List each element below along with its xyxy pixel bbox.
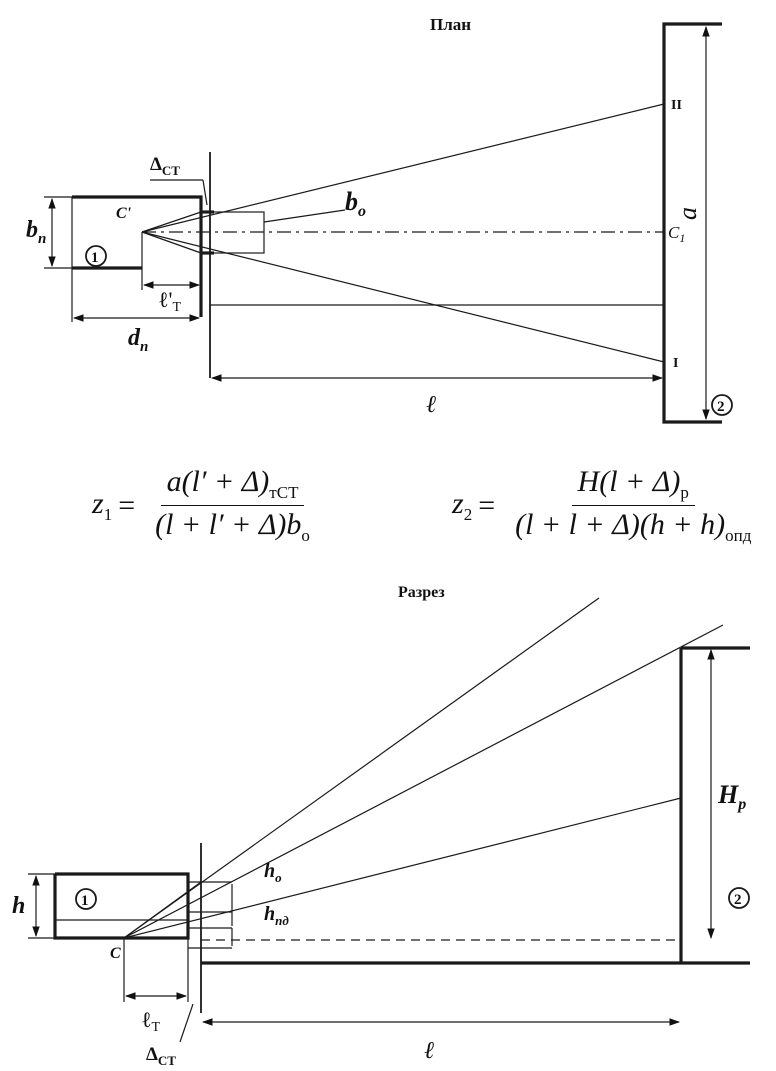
- formula-z2: z2 = H(l + Δ)р (l + l + Δ)(h + h)опд: [452, 465, 757, 546]
- section-room2-marker: [728, 887, 750, 909]
- section-room1-number: 1: [81, 893, 89, 909]
- plan-c-prime-label: C': [116, 205, 132, 222]
- plan-l-label: ℓ: [426, 392, 436, 418]
- section-c-label: C: [110, 945, 121, 962]
- section-ray-4: [123, 881, 202, 939]
- formula-z2-numerator: H(l + Δ)р: [571, 465, 695, 506]
- plan-view: План: [26, 15, 733, 424]
- formula-z2-lhs: z2: [452, 486, 473, 524]
- section-Hp-label: Hр: [717, 780, 746, 813]
- formula-z1: z1 = a(l′ + Δ)тСТ (l + l′ + Δ)bо: [92, 465, 316, 546]
- plan-ray-short-top: [141, 211, 202, 233]
- formula-z1-numerator: a(l′ + Δ)тСТ: [160, 465, 305, 506]
- section-ray-3: [123, 797, 682, 939]
- plan-room2-marker: [711, 394, 733, 416]
- formula-z1-lhs: z1: [92, 486, 113, 524]
- plan-lt-label: ℓ'Т: [158, 287, 182, 315]
- plan-bp-label: bп: [26, 217, 46, 247]
- plan-room1-outline: [72, 195, 203, 317]
- section-l-label: ℓ: [424, 1038, 434, 1064]
- formula-z1-fraction: a(l′ + Δ)тСТ (l + l′ + Δ)bо: [149, 465, 316, 546]
- section-delta-st-label: ΔСТ: [146, 1044, 176, 1068]
- formula-z1-denominator: (l + l′ + Δ)bо: [155, 508, 310, 545]
- section-hpd-label: hпд: [264, 903, 289, 928]
- plan-room2-wall: [662, 22, 722, 424]
- section-view: Разрез: [12, 584, 750, 1068]
- section-ray-2: [123, 624, 724, 939]
- plan-dp-label: dп: [128, 325, 148, 355]
- plan-ray-short-bottom: [141, 231, 202, 254]
- section-title: Разрез: [398, 584, 445, 601]
- section-room2-number: 2: [734, 892, 742, 908]
- plan-ray-to-I: [141, 231, 665, 363]
- plan-room1-marker: [85, 245, 107, 267]
- plan-delta-leader-2: [202, 179, 208, 206]
- formula-z2-fraction: H(l + Δ)р (l + l + Δ)(h + h)опд: [509, 465, 757, 546]
- section-delta-leader: [179, 1003, 194, 1043]
- plan-bo-label: bо: [345, 187, 366, 220]
- section-ho-label: hо: [264, 860, 282, 885]
- plan-room2-number: 2: [717, 399, 725, 415]
- plan-delta-st-label: ΔСТ: [150, 154, 180, 178]
- section-h-label: h: [12, 893, 25, 919]
- plan-a-label: a: [673, 207, 702, 220]
- section-ray-1: [123, 597, 600, 939]
- plan-c1-label: C1: [668, 223, 685, 245]
- section-lt-label: ℓТ: [141, 1007, 161, 1035]
- plan-title: План: [430, 15, 471, 34]
- formula-z2-denominator: (l + l + Δ)(h + h)опд: [515, 508, 752, 545]
- plan-room1-number: 1: [91, 250, 99, 266]
- plan-ray-to-II: [141, 103, 665, 233]
- section-room1-marker: [75, 888, 97, 910]
- plan-bo-leader: [263, 209, 346, 223]
- plan-point-I-label: I: [673, 356, 678, 371]
- plan-point-II-label: II: [671, 98, 682, 113]
